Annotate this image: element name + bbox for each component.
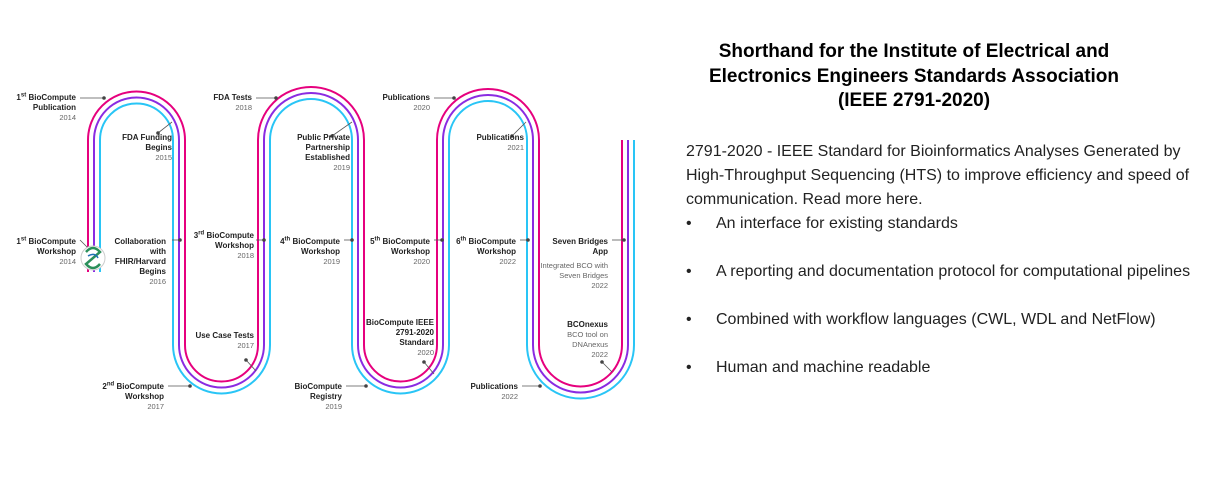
- leader-line: [423, 361, 435, 375]
- event-label: Use Case Tests 2017: [195, 331, 254, 350]
- event-label: FDA Funding Begins 2015: [122, 133, 172, 162]
- leader-line: [157, 121, 173, 134]
- bullet-item: Human and machine readable: [686, 356, 1212, 380]
- bullet-item: An interface for existing standards: [686, 212, 1212, 236]
- event-label: 1st BioCompute Publication 2014: [16, 92, 76, 122]
- info-panel: Shorthand for the Institute of Electrica…: [686, 40, 1212, 404]
- event-label: 5th BioCompute Workshop 2020: [370, 236, 430, 266]
- panel-description: 2791-2020 - IEEE Standard for Bioinforma…: [686, 142, 1190, 208]
- event-label: BCOnexus BCO tool on DNAnexus 2022: [567, 320, 608, 359]
- road-lane-pink: [87, 86, 623, 388]
- biocompute-logo-icon: [80, 245, 106, 271]
- event-dot: [422, 360, 426, 364]
- event-label: 3rd BioCompute Workshop 2018: [193, 230, 254, 260]
- event-label: 6th BioCompute Workshop 2022: [456, 236, 516, 266]
- event-dot: [156, 131, 160, 135]
- event-dot: [262, 238, 266, 242]
- event-label: BioCompute IEEE 2791-2020 Standard 2020: [365, 318, 434, 357]
- event-dot: [510, 134, 514, 138]
- event-dot: [538, 384, 542, 388]
- event-dot: [188, 384, 192, 388]
- road-lane-cyan: [99, 98, 635, 400]
- leader-line: [245, 359, 257, 372]
- event-dot: [330, 134, 334, 138]
- bullet-item: Combined with workflow languages (CWL, W…: [686, 308, 1212, 332]
- event-dot: [526, 238, 530, 242]
- event-dot: [350, 238, 354, 242]
- event-label: 1st BioCompute Workshop 2014: [16, 236, 76, 266]
- event-dot: [600, 360, 604, 364]
- event-label: 2nd BioCompute Workshop 2017: [102, 381, 164, 411]
- event-dot: [440, 238, 444, 242]
- bullet-list: An interface for existing standards A re…: [686, 212, 1212, 380]
- leader-line: [511, 121, 527, 137]
- event-label: 4th BioCompute Workshop 2019: [280, 236, 340, 266]
- timeline-road: [79, 86, 635, 400]
- leader-line: [79, 239, 89, 249]
- event-label: Public Private Partnership Established 2…: [297, 133, 350, 172]
- event-dot: [178, 238, 182, 242]
- event-label: Collaboration with FHIR/Harvard Begins 2…: [114, 237, 166, 286]
- event-dot: [244, 358, 248, 362]
- bullet-item: A reporting and documentation protocol f…: [686, 260, 1212, 284]
- event-label: Seven Bridges App Integrated BCO with Se…: [540, 237, 608, 290]
- event-dot: [102, 96, 106, 100]
- event-label: BioCompute Registry 2019: [294, 382, 342, 411]
- event-dot: [622, 238, 626, 242]
- panel-title: Shorthand for the Institute of Electrica…: [708, 41, 1120, 111]
- leader-line: [601, 361, 613, 373]
- road-lane-purple: [93, 92, 629, 394]
- event-label: Publications 2022: [470, 382, 518, 401]
- timeline-diagram: 1st BioCompute Publication 2014 FDA Fund…: [16, 86, 635, 411]
- leader-line: [331, 121, 353, 137]
- event-label: FDA Tests 2018: [213, 93, 252, 112]
- event-label: Publications 2021: [476, 133, 524, 152]
- event-dot: [452, 96, 456, 100]
- event-label: Publications 2020: [382, 93, 430, 112]
- event-dot: [274, 96, 278, 100]
- event-dot: [364, 384, 368, 388]
